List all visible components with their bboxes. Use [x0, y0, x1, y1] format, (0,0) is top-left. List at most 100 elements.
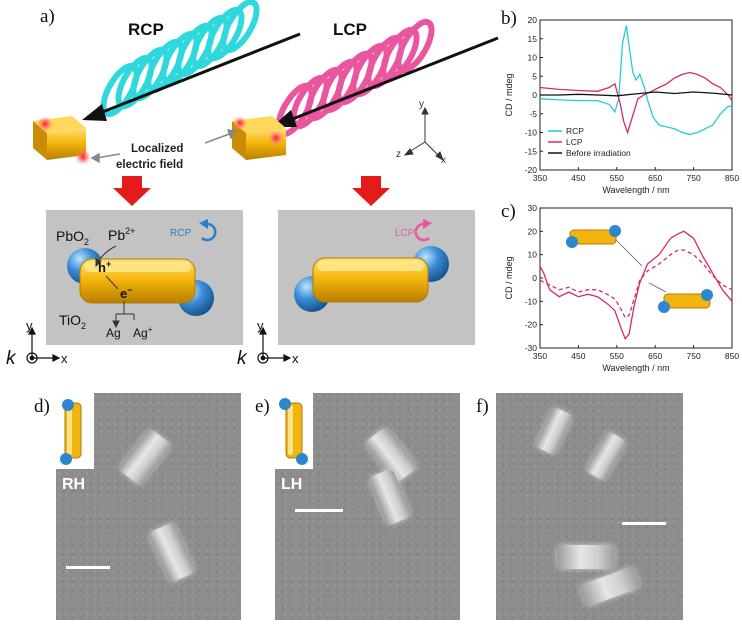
series-line-0 [539, 230, 733, 340]
y-tick-label: -15 [525, 146, 538, 156]
inset-d-tag: RH [62, 476, 86, 493]
frame-right [257, 326, 292, 364]
ag-label: Ag [106, 326, 121, 340]
e-to-ag-arrows [112, 301, 135, 329]
y-tick-label: -10 [525, 296, 538, 306]
y-tick-label: 30 [528, 203, 538, 213]
tio2-label: TiO2 [59, 312, 86, 331]
field-pointer-lines [90, 129, 238, 164]
inset-d-rod-icon [60, 399, 82, 465]
sem-image-d: RH [56, 393, 241, 620]
x-tick-label: 750 [687, 351, 701, 361]
pb2-label: Pb2+ [108, 226, 135, 243]
chart-c-rod-glyph-vertical [566, 225, 621, 248]
h-to-e-line [105, 275, 119, 290]
schematic-svg: Localized electric field RCP LCP y z x [6, 0, 499, 369]
series-line-rcp [539, 25, 732, 136]
red-arrow-right [352, 176, 390, 206]
axis-y-label: y [419, 99, 424, 110]
scale-bar [295, 509, 343, 512]
x-axis-label: Wavelength / nm [602, 185, 669, 195]
series-line-lcp [539, 71, 733, 135]
x-tick-label: 450 [571, 173, 585, 183]
inset-e-tag: LH [281, 476, 303, 493]
frame-left-y: y [26, 318, 33, 333]
frame-right-y: y [257, 318, 264, 333]
pb-to-h-arrow [95, 245, 117, 268]
rcp-arrow [82, 32, 301, 121]
sem-rod [557, 545, 615, 569]
y-tick-label: 5 [532, 71, 537, 81]
series-line-1 [539, 249, 733, 319]
y-tick-label: 10 [528, 250, 538, 260]
sphere-glyph [701, 289, 713, 301]
pointer-line [615, 239, 643, 267]
x-tick-label: 650 [648, 173, 662, 183]
frame-left-k: k [6, 348, 17, 369]
sphere-glyph [658, 301, 670, 313]
sem-image-f [496, 393, 683, 620]
y-tick-label: 15 [528, 34, 538, 44]
x-tick-label: 650 [648, 351, 662, 361]
x-tick-label: 450 [571, 351, 585, 361]
electron-label: e− [120, 285, 133, 301]
legend-label: Before irradiation [566, 148, 631, 158]
x-tick-label: 750 [687, 173, 701, 183]
x-tick-label: 550 [610, 173, 624, 183]
series-line-before-irradiation [540, 91, 733, 97]
x-tick-label: 550 [610, 351, 624, 361]
y-tick-label: 20 [528, 226, 538, 236]
frame-left-x: x [61, 351, 68, 366]
pointer-line [648, 282, 667, 293]
y-tick-label: 20 [528, 15, 538, 25]
lcp-title: LCP [333, 20, 367, 39]
panel-e-label: e) [255, 396, 270, 417]
panel-b-label: b) [501, 8, 517, 29]
x-tick-label: 850 [725, 173, 739, 183]
sphere-glyph [609, 225, 621, 237]
panel-c-label: c) [501, 201, 516, 222]
chart-c-rod-glyph-horizontal [658, 289, 713, 313]
right-box-rod [294, 246, 449, 312]
y-tick-label: -5 [529, 109, 537, 119]
panel-d-label: d) [34, 396, 50, 417]
panel-a-label: a) [40, 6, 55, 27]
sem-image-e: LH [275, 393, 460, 620]
x-tick-label: 850 [725, 351, 739, 361]
x-tick-label: 350 [533, 173, 547, 183]
y-tick-label: -20 [525, 320, 538, 330]
legend-label: LCP [566, 137, 583, 147]
axis-x-label: x [441, 155, 446, 166]
panel-f-label: f) [476, 396, 489, 417]
y-tick-label: -20 [525, 165, 538, 175]
frame-right-x: x [292, 351, 299, 366]
lcp-rotation-icon [414, 219, 432, 242]
plot-frame [539, 207, 733, 349]
field-label-line1: Localized [131, 143, 183, 155]
y-tick-label: -10 [525, 128, 538, 138]
xyz-axes [403, 106, 444, 162]
rcp-rotation-icon [199, 219, 217, 242]
scale-bar [66, 566, 110, 569]
legend-label: RCP [566, 126, 584, 136]
ag-plus-label: Ag+ [133, 325, 153, 340]
x-axis-label: Wavelength / nm [602, 363, 669, 373]
chart-b: 350 450 550 650 750 850 -20 -15 -10 -5 0 5 10 15 20Wav… [504, 15, 739, 195]
rcp-tag: RCP [170, 228, 191, 239]
y-tick-label: 0 [532, 90, 537, 100]
axis-z-label: z [396, 149, 401, 160]
gold-rod-left [33, 116, 91, 165]
y-axis-label: CD / mdeg [504, 73, 514, 116]
y-tick-label: 10 [528, 53, 538, 63]
y-tick-label: 0 [532, 273, 537, 283]
pbo2-label: PbO2 [56, 228, 89, 247]
gold-rod-right [232, 116, 286, 160]
left-box-rod [67, 248, 214, 316]
panel-a: a) [0, 0, 500, 380]
frame-right-k: k [237, 348, 248, 369]
x-tick-label: 350 [533, 351, 547, 361]
inset-e-rod-icon [279, 398, 308, 465]
field-label-line2: electric field [116, 159, 183, 171]
lcp-tag: LCP [395, 228, 415, 239]
